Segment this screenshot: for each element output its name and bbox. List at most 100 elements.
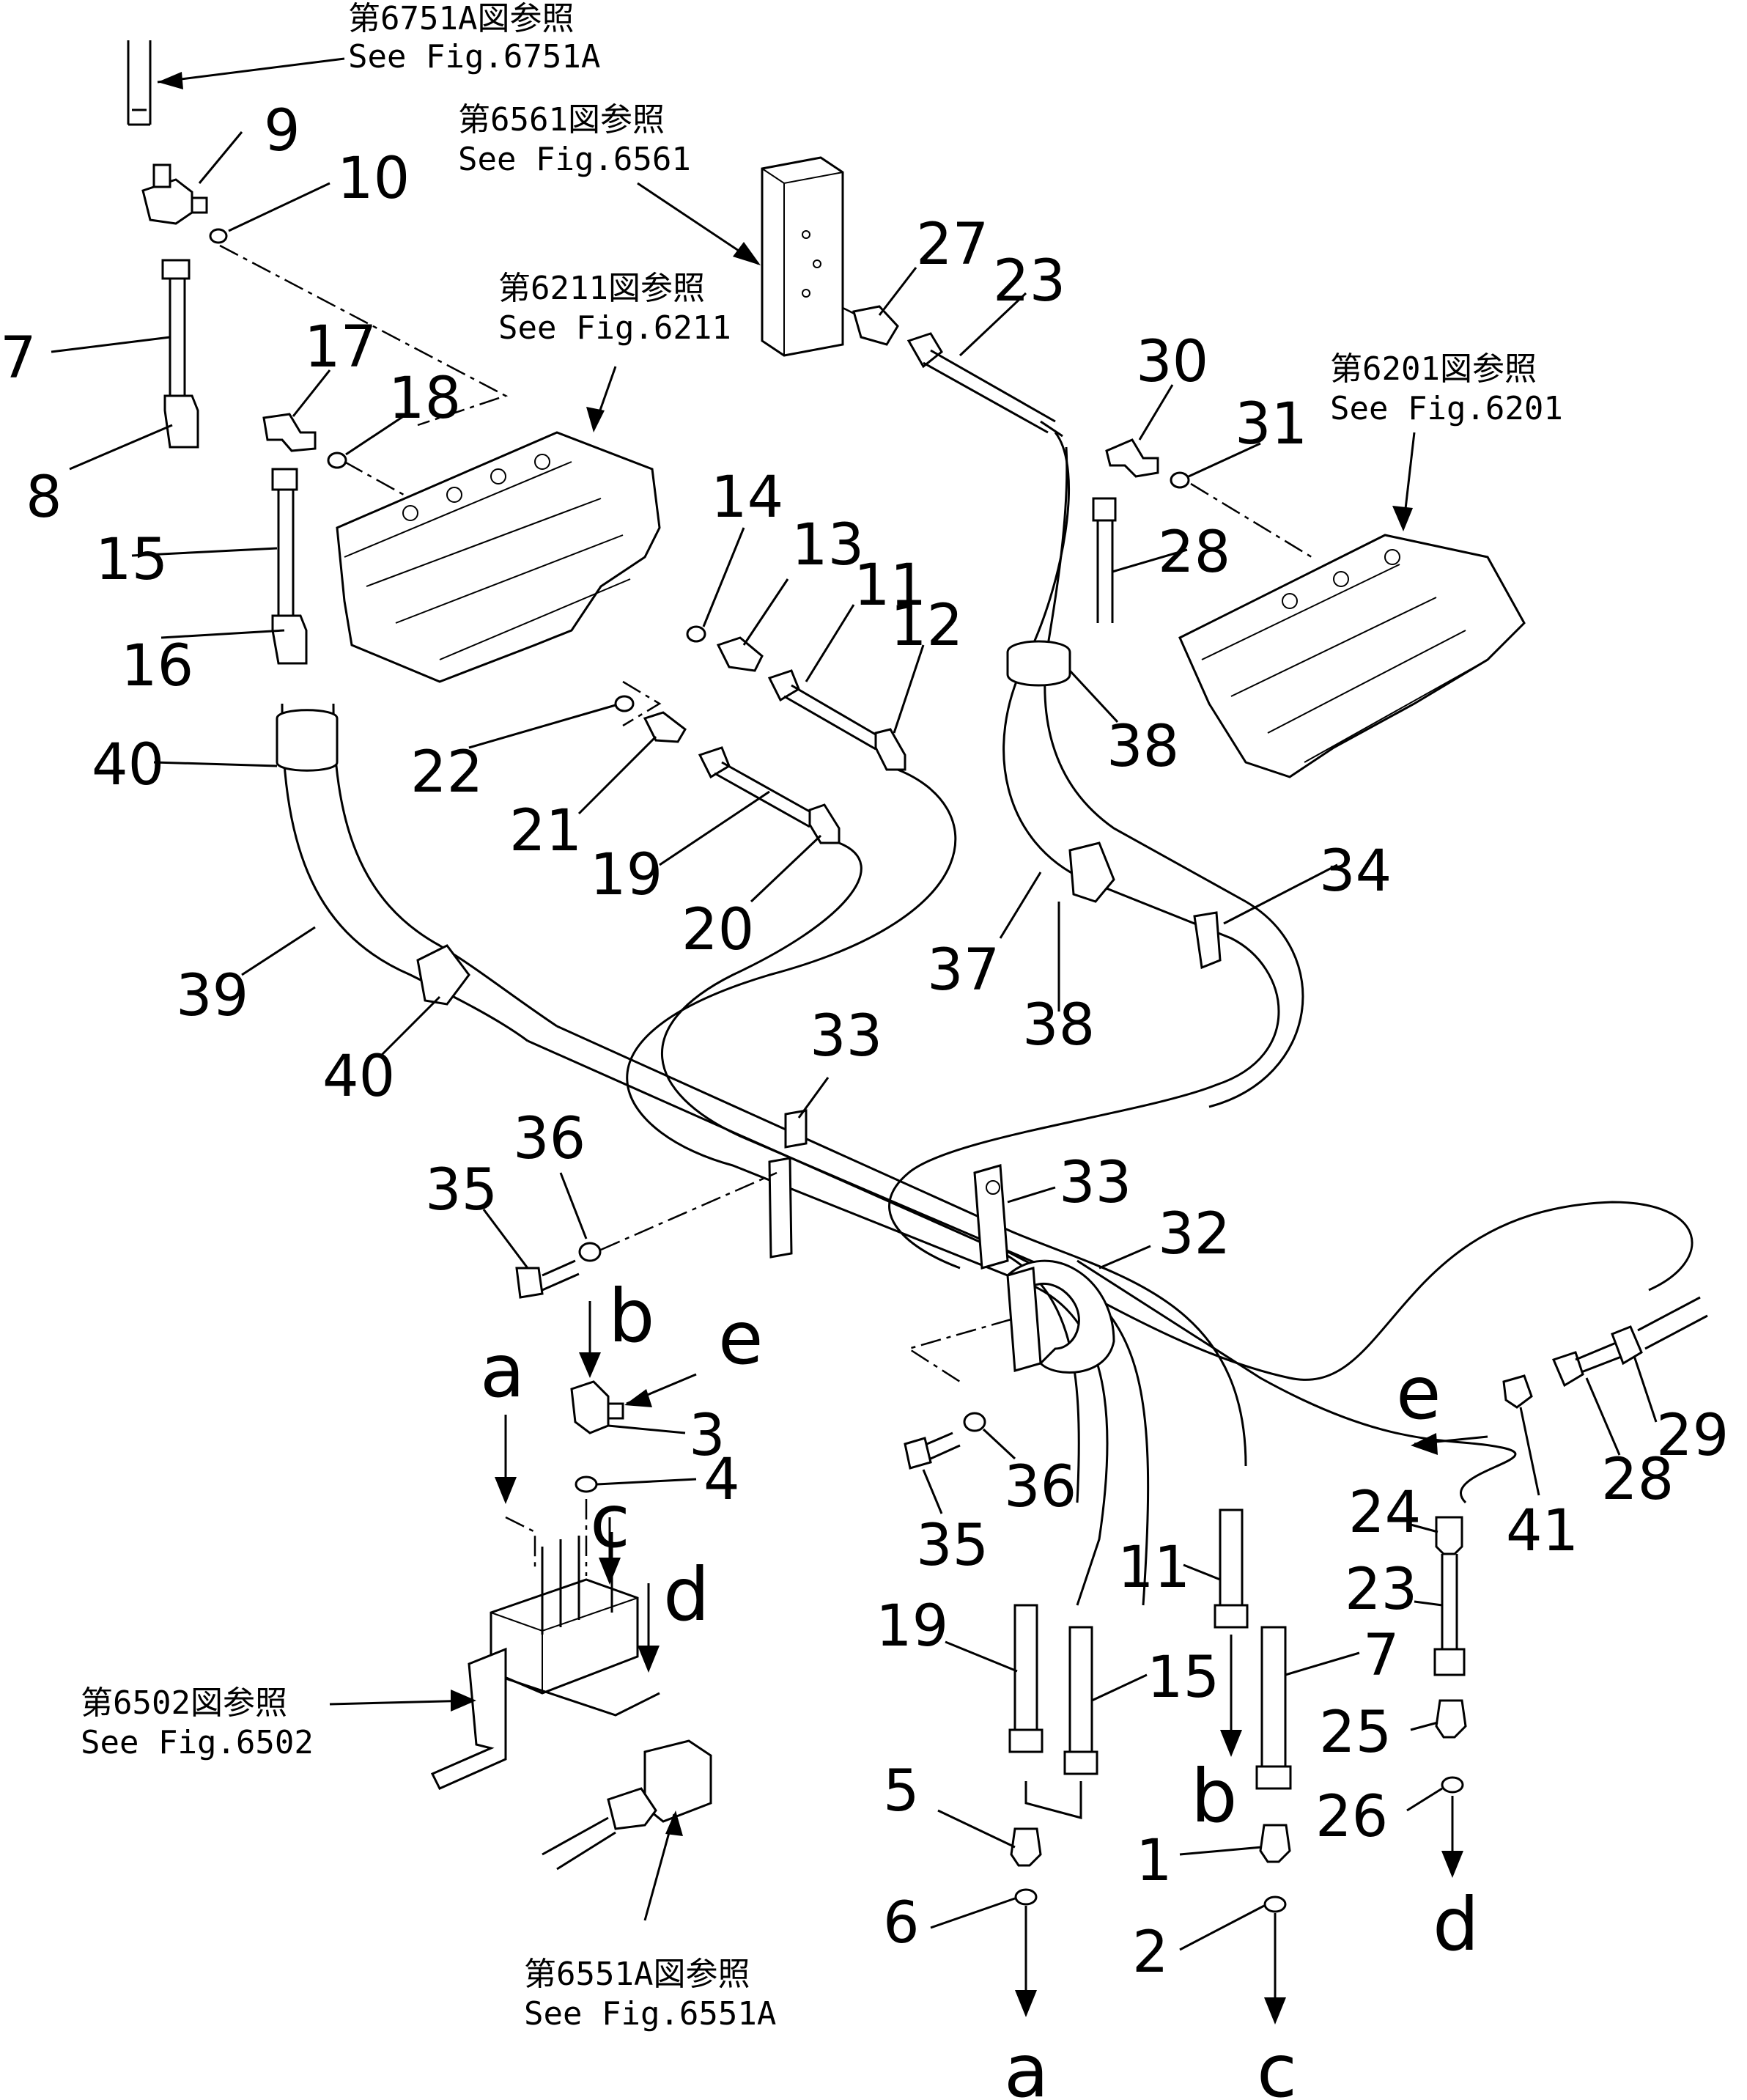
leader-24 bbox=[1410, 1523, 1438, 1533]
arrowhead-6561 bbox=[733, 242, 761, 265]
leader-5 bbox=[937, 1809, 1016, 1849]
valve-port bbox=[490, 468, 506, 485]
part-label: 29 bbox=[1656, 1403, 1729, 1469]
hose-23-lower bbox=[1441, 1554, 1458, 1649]
arrow-d-lower-head bbox=[1441, 1851, 1463, 1878]
clamp-40-upper bbox=[276, 709, 339, 772]
leader-2 bbox=[1179, 1904, 1265, 1951]
hose-39-route-2 bbox=[556, 1025, 1247, 1467]
leader-8 bbox=[69, 424, 173, 471]
hose-23-nut bbox=[906, 332, 943, 369]
clamp-38-lower bbox=[1068, 841, 1115, 903]
leader-15 bbox=[131, 547, 278, 557]
part-label: 41 bbox=[1506, 1498, 1578, 1564]
part-label: 36 bbox=[513, 1106, 586, 1172]
ref-6502-en: See Fig.6502 bbox=[81, 1724, 314, 1761]
hose-29-body bbox=[1637, 1296, 1708, 1350]
ref-6751a-jp: 第6751A図参照 bbox=[348, 0, 574, 37]
hose-24-end bbox=[1435, 1516, 1463, 1555]
adapter-27 bbox=[852, 305, 899, 346]
leader-35-left bbox=[482, 1209, 529, 1269]
connection-letter: a bbox=[1004, 2028, 1049, 2100]
adapter-13 bbox=[716, 636, 764, 672]
leader-23-lower bbox=[1414, 1600, 1443, 1607]
hose-11-lower-nut bbox=[1214, 1604, 1249, 1629]
part-label: 26 bbox=[1315, 1784, 1388, 1850]
leader-18 bbox=[345, 413, 407, 456]
oring-18 bbox=[327, 452, 347, 469]
valve-port bbox=[1384, 549, 1400, 565]
leader-34 bbox=[1223, 863, 1338, 925]
part-label: 34 bbox=[1319, 839, 1392, 905]
part-label: 3 bbox=[689, 1403, 725, 1469]
washer-36-right bbox=[963, 1412, 986, 1432]
arrow-a-lower-head bbox=[1015, 1990, 1037, 2017]
part-label: 33 bbox=[1059, 1150, 1131, 1216]
leader-33-right bbox=[1007, 1186, 1056, 1204]
dash-31-valve bbox=[1190, 482, 1312, 559]
clamp-40-lower bbox=[416, 944, 470, 1006]
part-label: 28 bbox=[1158, 520, 1230, 586]
leader-16 bbox=[160, 629, 285, 639]
clamp-38-upper bbox=[1006, 640, 1071, 687]
part-label: 40 bbox=[92, 732, 164, 798]
leader-32 bbox=[1098, 1245, 1151, 1270]
hose-23-body bbox=[923, 349, 1056, 434]
leader-30 bbox=[1138, 384, 1174, 441]
oring-6 bbox=[1014, 1888, 1038, 1906]
valve-6211-detail bbox=[344, 461, 631, 660]
part-label: 33 bbox=[810, 1003, 882, 1069]
valve-6201-detail bbox=[1201, 564, 1488, 763]
hose-23-lower-nut bbox=[1433, 1648, 1466, 1676]
leader-35-right bbox=[922, 1469, 943, 1514]
hose-39-outer bbox=[281, 703, 528, 1042]
upper-pipe-6751a bbox=[127, 40, 152, 126]
part-label: 23 bbox=[993, 248, 1065, 314]
part-label: 7 bbox=[1363, 1623, 1400, 1689]
hose-28-29-route bbox=[996, 1201, 1694, 1381]
clamp-33-right bbox=[973, 1164, 1009, 1270]
hose-19-body bbox=[714, 761, 814, 828]
leader-6502 bbox=[329, 1699, 473, 1706]
oring-31 bbox=[1170, 471, 1190, 489]
block-6502-pins bbox=[541, 1532, 613, 1635]
valve-port bbox=[1282, 593, 1298, 609]
adapter-5 bbox=[1010, 1827, 1042, 1867]
hose-7-lower-nut bbox=[1255, 1765, 1292, 1790]
hose-15-nut bbox=[271, 468, 298, 491]
part-label: 35 bbox=[425, 1157, 498, 1223]
adapter-25 bbox=[1435, 1699, 1467, 1739]
leader-27 bbox=[878, 267, 917, 316]
leader-26 bbox=[1406, 1787, 1443, 1812]
control-valve-6211 bbox=[336, 431, 661, 683]
valve-port bbox=[534, 454, 550, 470]
part-label: 5 bbox=[883, 1758, 920, 1824]
hose-19-nut bbox=[698, 746, 731, 779]
oring-4 bbox=[575, 1475, 598, 1493]
part-label: 18 bbox=[388, 366, 461, 432]
oring-26 bbox=[1441, 1776, 1464, 1794]
bolt-35-head-left bbox=[515, 1267, 544, 1299]
leader-1 bbox=[1179, 1846, 1263, 1856]
part-label: 24 bbox=[1348, 1480, 1421, 1546]
ref-6201-en: See Fig.6201 bbox=[1330, 390, 1563, 427]
part-label: 35 bbox=[916, 1513, 989, 1579]
hose-29-end bbox=[1611, 1325, 1643, 1366]
hose-39-route bbox=[527, 1039, 1080, 1503]
ref-6551a-en: See Fig.6551A bbox=[524, 1995, 776, 2033]
bracket-6502 bbox=[430, 1647, 507, 1790]
bolt-35-shank-left bbox=[542, 1259, 580, 1292]
part-label: 11 bbox=[854, 553, 926, 619]
hose-15-end bbox=[271, 614, 308, 665]
hose-37-inner bbox=[1044, 446, 1304, 1108]
arrowhead-6502 bbox=[451, 1690, 476, 1712]
arrow-b-lower-head bbox=[1220, 1730, 1242, 1757]
part-label: 40 bbox=[322, 1044, 395, 1110]
leader-12 bbox=[893, 644, 925, 734]
clamp-33-hole bbox=[986, 1180, 1000, 1195]
leader-23 bbox=[959, 292, 1027, 357]
ref-6211-jp: 第6211図参照 bbox=[498, 270, 705, 307]
hose-19-lower-nut bbox=[1008, 1728, 1044, 1753]
leader-29 bbox=[1633, 1355, 1658, 1423]
